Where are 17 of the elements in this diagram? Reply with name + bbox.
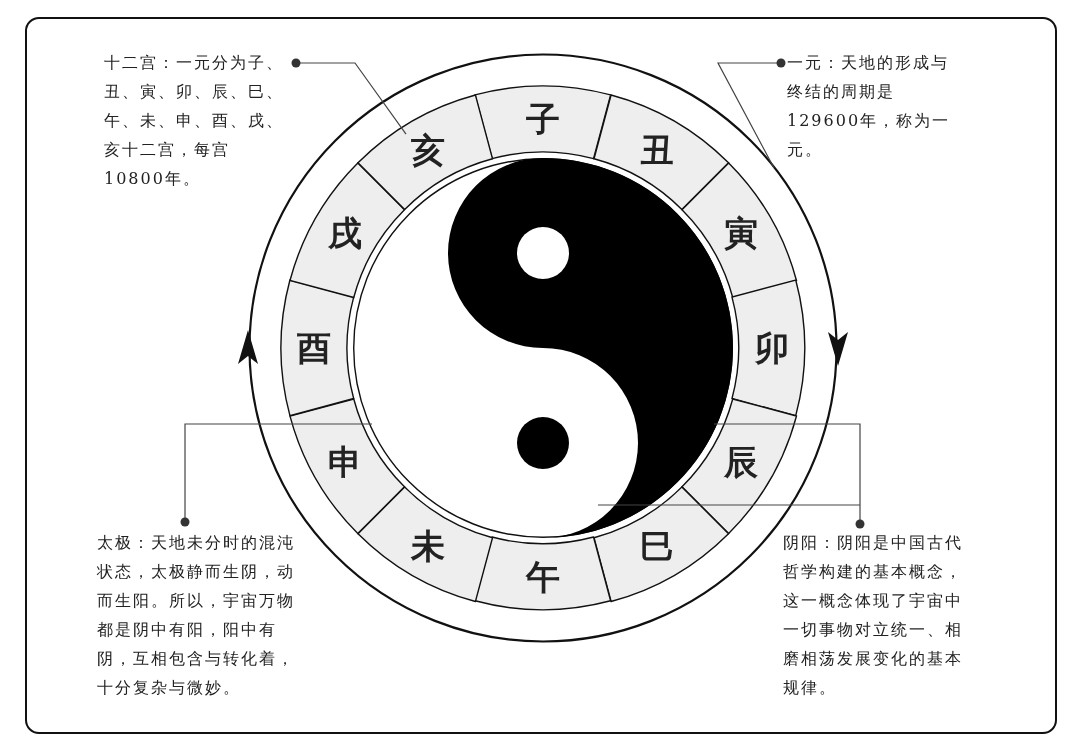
leader-line bbox=[180, 423, 373, 527]
ring-sector: 丑 bbox=[593, 94, 729, 210]
annotation-text: 十二宫：一元分为子、丑、寅、卯、辰、巳、午、未、申、酉、戌、亥十二宫，每宫10800年。 bbox=[104, 48, 290, 193]
ring-sector: 戌 bbox=[289, 162, 405, 298]
ring-sector: 申 bbox=[289, 398, 405, 534]
ring-sector: 酉 bbox=[281, 280, 354, 416]
leader-line bbox=[597, 423, 865, 529]
ring-sector: 亥 bbox=[357, 94, 493, 210]
ring-sector: 子 bbox=[475, 86, 611, 159]
ring-sector: 午 bbox=[475, 537, 611, 610]
leader-line bbox=[291, 58, 407, 135]
ring-sector: 巳 bbox=[593, 486, 729, 602]
ring-sector: 寅 bbox=[681, 162, 797, 298]
annotation-text: 一元：天地的形成与终结的周期是129600年，称为一元。 bbox=[787, 48, 963, 164]
leader-line bbox=[717, 58, 786, 169]
ring-sector: 未 bbox=[357, 486, 493, 602]
ring-sector: 卯 bbox=[732, 280, 805, 416]
